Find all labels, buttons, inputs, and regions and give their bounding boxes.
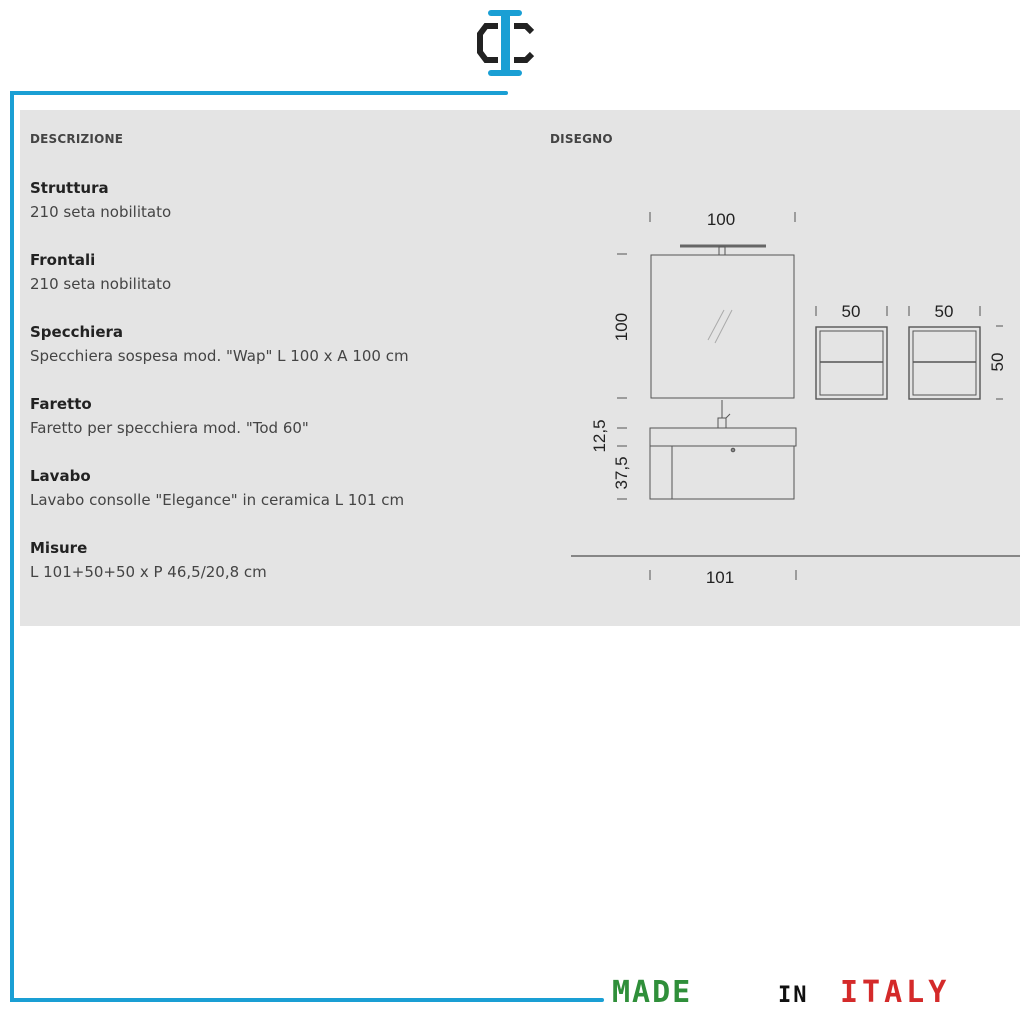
- spec-misure: Misure L 101+50+50 x P 46,5/20,8 cm: [30, 538, 267, 586]
- spec-title: Lavabo: [30, 467, 91, 485]
- in-label: IN: [778, 983, 809, 1008]
- made-label: MADE: [612, 975, 692, 1009]
- frame-top-line: [10, 91, 508, 95]
- cabinet1-width-label: 50: [842, 302, 861, 321]
- base-cabinet: [649, 445, 795, 500]
- cabinet2-width-label: 50: [935, 302, 954, 321]
- spec-title: Specchiera: [30, 323, 124, 341]
- spec-title: Misure: [30, 539, 88, 557]
- spec-title: Frontali: [30, 251, 96, 269]
- description-heading: DESCRIZIONE: [30, 132, 124, 146]
- mirror-width-label: 100: [707, 210, 735, 229]
- spec-value: 210 seta nobilitato: [30, 203, 172, 221]
- spec-specchiera: Specchiera Specchiera sospesa mod. "Wap"…: [30, 322, 409, 370]
- made-in-italy-badge: MADE IN ITALY: [612, 975, 950, 1009]
- technical-drawing: 100 100 50 50 50 12,5 37,5 101: [571, 210, 1020, 587]
- mirror-height-label: 100: [612, 313, 631, 341]
- spec-value: Specchiera sospesa mod. "Wap" L 100 x A …: [30, 347, 409, 365]
- spec-value: 210 seta nobilitato: [30, 275, 172, 293]
- side-cabinet-1: [815, 326, 888, 400]
- spec-title: Struttura: [30, 179, 109, 197]
- italy-label: ITALY: [840, 975, 950, 1009]
- side-cabinet-2: [908, 326, 981, 400]
- brand-logo-icon: [477, 10, 535, 76]
- top-height-label: 12,5: [590, 419, 609, 452]
- spec-value: L 101+50+50 x P 46,5/20,8 cm: [30, 563, 267, 581]
- base-height-label: 37,5: [612, 456, 631, 489]
- cabinet-height-label: 50: [988, 353, 1007, 372]
- mirror-shape: [650, 254, 795, 399]
- spec-faretto: Faretto Faretto per specchiera mod. "Tod…: [30, 394, 309, 442]
- frame-bottom-line: [10, 998, 604, 1002]
- spec-title: Faretto: [30, 395, 92, 413]
- drawing-heading: DISEGNO: [550, 132, 613, 146]
- spec-panel: [20, 110, 1020, 626]
- spec-frontali: Frontali 210 seta nobilitato: [30, 250, 171, 298]
- frame-left-line: [10, 91, 14, 1002]
- spec-value: Lavabo consolle "Elegance" in ceramica L…: [30, 491, 405, 509]
- spec-struttura: Struttura 210 seta nobilitato: [30, 178, 171, 226]
- washbasin-top: [649, 427, 797, 447]
- spec-value: Faretto per specchiera mod. "Tod 60": [30, 419, 309, 437]
- spec-lavabo: Lavabo Lavabo consolle "Elegance" in cer…: [30, 466, 404, 514]
- total-width-label: 101: [706, 568, 734, 587]
